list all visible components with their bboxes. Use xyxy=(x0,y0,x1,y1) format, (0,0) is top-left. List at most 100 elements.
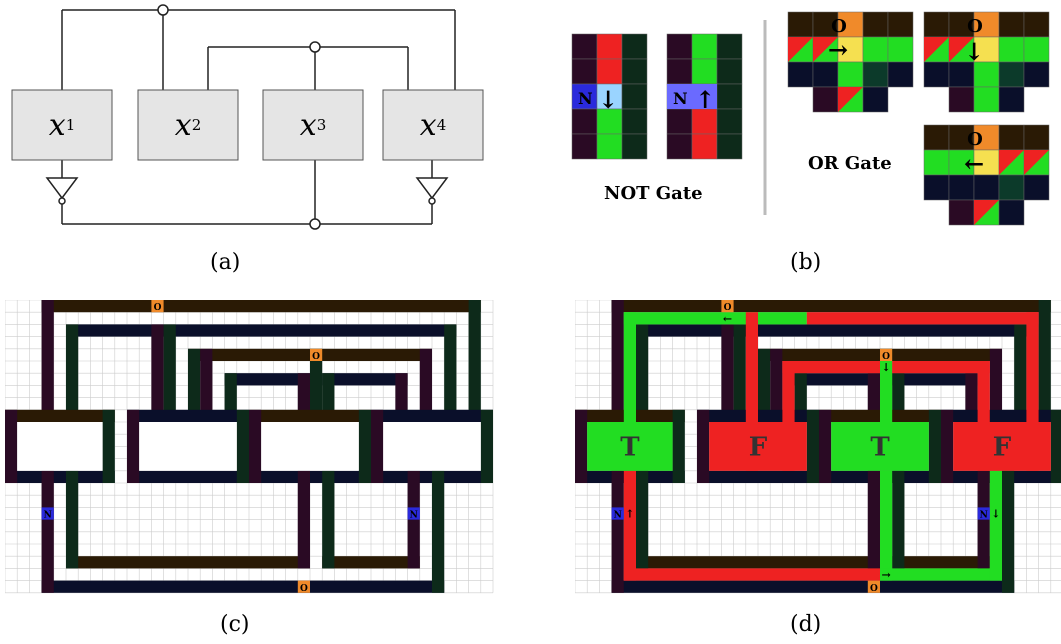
variable-block-top xyxy=(941,409,1061,422)
gate-cell xyxy=(691,133,718,160)
true-signal xyxy=(880,470,893,581)
gate-cell xyxy=(998,61,1025,88)
arrow-right-icon: → xyxy=(828,35,848,64)
gate-cell xyxy=(812,11,839,38)
gate-cell xyxy=(1023,36,1050,63)
or-symbol: O xyxy=(312,352,320,362)
not-symbol: N xyxy=(673,89,688,108)
or-gate-cell xyxy=(721,300,734,313)
gate-cell xyxy=(948,86,975,113)
or-symbol: O xyxy=(300,584,308,594)
gate-cell xyxy=(1023,174,1050,201)
wire-segment xyxy=(611,300,624,422)
not-gate-cell xyxy=(41,507,54,520)
gate-cell xyxy=(948,149,975,176)
gate-cell xyxy=(923,174,950,201)
wire-segment xyxy=(758,348,771,422)
junction-node xyxy=(309,41,321,53)
variable-block-top xyxy=(371,409,493,422)
arrow-right-icon: → xyxy=(881,569,890,582)
false-signal xyxy=(623,470,636,581)
wire-segment xyxy=(611,580,1015,593)
gate-cell xyxy=(571,58,598,85)
wire-segment xyxy=(66,324,79,422)
variable-block-side xyxy=(672,409,685,483)
gate-cell-split xyxy=(813,37,838,62)
variable-block-interior xyxy=(383,422,481,471)
gate-cell xyxy=(716,58,743,85)
variable-block-side xyxy=(102,409,115,483)
block-x3 xyxy=(262,89,364,161)
variable-block-side xyxy=(127,409,140,483)
gate-cell xyxy=(596,133,623,160)
gate-cell xyxy=(887,36,914,63)
gate-cell xyxy=(621,133,648,160)
wire-segment xyxy=(41,580,445,593)
false-signal xyxy=(892,361,990,374)
wire-segment xyxy=(892,373,978,386)
gate-cell xyxy=(923,124,950,151)
variable-block-interior xyxy=(261,422,359,471)
gate-cell-split xyxy=(1024,150,1049,175)
wire-segment xyxy=(297,373,310,422)
or-symbol: O xyxy=(154,303,162,313)
gate-cell xyxy=(948,61,975,88)
variable-value-2: F xyxy=(749,432,768,462)
arrow-left-icon: ← xyxy=(723,312,732,325)
wire-segment xyxy=(794,373,880,386)
variable-block-side xyxy=(236,409,249,483)
arrow-down-icon: ↓ xyxy=(881,361,890,374)
gate-cell xyxy=(571,133,598,160)
variable-block-side xyxy=(249,409,262,483)
gate-cell xyxy=(973,174,1000,201)
wire-segment xyxy=(395,373,408,422)
or-gate-cell xyxy=(297,580,310,593)
variable-block-side xyxy=(941,409,954,483)
gate-cell xyxy=(716,133,743,160)
gate-cell xyxy=(666,33,693,60)
gate-cell xyxy=(812,61,839,88)
wire-segment xyxy=(66,556,310,569)
gate-cell xyxy=(621,83,648,110)
wire-segment xyxy=(1014,324,1027,422)
wire-segment xyxy=(297,470,310,569)
gate-cell xyxy=(998,199,1025,226)
variable-value-4: F xyxy=(993,432,1012,462)
gate-cell-split xyxy=(788,37,813,62)
wire-segment xyxy=(721,324,734,422)
or-gate-cell xyxy=(867,580,880,593)
wire-segment xyxy=(444,324,457,422)
false-signal xyxy=(623,568,880,581)
panel-label-a: (a) xyxy=(210,250,241,275)
or-symbol: O xyxy=(724,303,732,313)
wire-segment xyxy=(892,556,990,569)
variable-block-fill xyxy=(953,422,1051,471)
gate-cell xyxy=(596,58,623,85)
variable-block-interior xyxy=(17,422,103,471)
gate-cell xyxy=(691,58,718,85)
wire-segment xyxy=(66,324,457,337)
or-symbol: O xyxy=(882,352,890,362)
wire-segment xyxy=(1038,300,1051,422)
or-symbol: O xyxy=(967,16,983,37)
wire-segment xyxy=(965,373,978,422)
variable-block-interior xyxy=(139,422,237,471)
gate-cell xyxy=(998,124,1025,151)
arrow-down-icon: ↓ xyxy=(598,85,618,114)
gate-cell xyxy=(571,108,598,135)
variable-value-3: T xyxy=(870,432,890,462)
gate-cell xyxy=(596,33,623,60)
wire-segment xyxy=(41,300,481,313)
variable-block-fill xyxy=(709,422,807,471)
wire-segment xyxy=(66,470,79,569)
gate-cell xyxy=(948,174,975,201)
gate-cell xyxy=(1023,124,1050,151)
gate-cell xyxy=(887,61,914,88)
variable-block-bottom xyxy=(127,470,249,483)
gate-cell xyxy=(948,11,975,38)
variable-block-side xyxy=(697,409,710,483)
gate-cell xyxy=(998,11,1025,38)
gate-cell-split xyxy=(838,87,863,112)
